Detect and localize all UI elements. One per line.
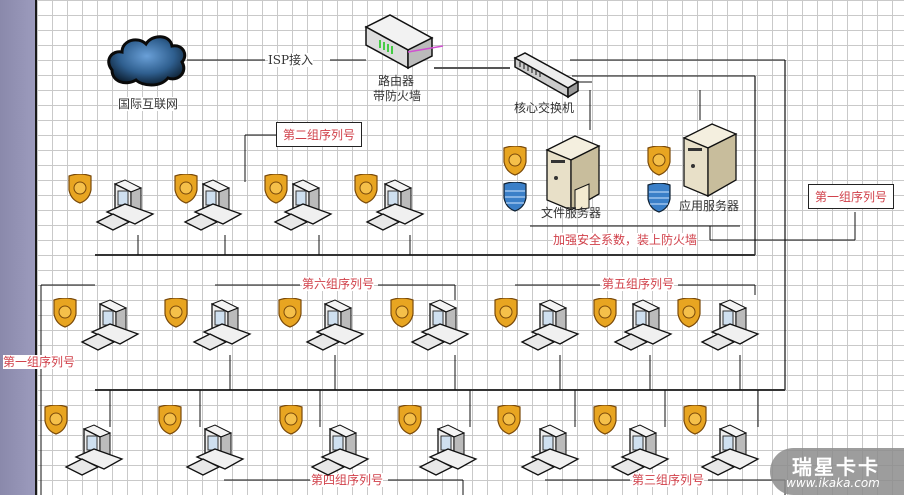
- workstation-computer-icon[interactable]: [418, 423, 482, 483]
- workstation-computer-icon[interactable]: [273, 178, 337, 238]
- antivirus-shield-icon: [43, 404, 69, 435]
- workstation-computer-icon[interactable]: [410, 298, 474, 358]
- group4-label: 第四组序列号: [311, 473, 384, 487]
- workstation-computer-icon[interactable]: [64, 423, 128, 483]
- antivirus-shield-icon: [502, 145, 528, 176]
- antivirus-shield-icon: [592, 404, 618, 435]
- isp-link-label: ISP接入: [268, 53, 314, 67]
- file-server-label: 文件服务器: [541, 206, 602, 220]
- workstation-computer-icon[interactable]: [305, 298, 369, 358]
- antivirus-shield-icon: [592, 297, 618, 328]
- antivirus-shield-icon: [493, 297, 519, 328]
- firewall-icon: [646, 182, 672, 213]
- internet-cloud-icon: [107, 35, 187, 87]
- antivirus-shield-icon: [67, 173, 93, 204]
- workstation-computer-icon[interactable]: [192, 298, 256, 358]
- core-switch-label: 核心交换机: [514, 101, 575, 115]
- app-server-label: 应用服务器: [679, 199, 740, 213]
- antivirus-shield-icon: [52, 297, 78, 328]
- antivirus-shield-icon: [389, 297, 415, 328]
- antivirus-shield-icon: [173, 173, 199, 204]
- antivirus-shield-icon: [277, 297, 303, 328]
- workstation-computer-icon[interactable]: [613, 298, 677, 358]
- firewall-icon: [502, 181, 528, 212]
- antivirus-shield-icon: [278, 404, 304, 435]
- antivirus-shield-icon: [496, 404, 522, 435]
- workstation-computer-icon[interactable]: [80, 298, 144, 358]
- watermark-brand: 瑞星卡卡: [792, 455, 880, 479]
- core-switch-icon: [513, 52, 580, 99]
- workstation-computer-icon[interactable]: [520, 423, 584, 483]
- file-server[interactable]: [545, 130, 601, 212]
- group6-label: 第六组序列号: [302, 277, 375, 291]
- antivirus-shield-icon: [397, 404, 423, 435]
- group5-label: 第五组序列号: [602, 277, 675, 291]
- watermark-url: www.ikaka.com: [786, 476, 880, 490]
- workstation-computer-icon[interactable]: [365, 178, 429, 238]
- group1-side-label: 第一组序列号: [3, 355, 76, 369]
- antivirus-shield-icon: [646, 145, 672, 176]
- workstation-computer-icon[interactable]: [185, 423, 249, 483]
- antivirus-shield-icon: [157, 404, 183, 435]
- workstation-computer-icon[interactable]: [183, 178, 247, 238]
- workstation-computer-icon[interactable]: [520, 298, 584, 358]
- workstation-computer-icon[interactable]: [310, 423, 374, 483]
- watermark-logo: 瑞星卡卡 www.ikaka.com: [770, 448, 904, 495]
- file-server-icon: [545, 135, 601, 212]
- antivirus-shield-icon: [682, 404, 708, 435]
- antivirus-shield-icon: [263, 173, 289, 204]
- antivirus-shield-icon: [163, 297, 189, 328]
- workstation-computer-icon[interactable]: [700, 423, 764, 483]
- group3-label: 第三组序列号: [632, 473, 705, 487]
- antivirus-shield-icon: [676, 297, 702, 328]
- group2-callout: 第二组序列号: [276, 122, 363, 147]
- workstation-computer-icon[interactable]: [700, 298, 764, 358]
- workstation-computer-icon[interactable]: [610, 423, 674, 483]
- app-server-icon: [682, 123, 738, 198]
- router-label-line2: 带防火墙: [373, 89, 422, 103]
- workstation-computer-icon[interactable]: [95, 178, 159, 238]
- group1-callout: 第一组序列号: [808, 184, 895, 209]
- firewall-note: 加强安全系数，装上防火墙: [553, 233, 698, 247]
- left-panel: [0, 0, 37, 495]
- router-label-line1: 路由器: [378, 74, 415, 88]
- router-firewall-icon: [364, 14, 444, 70]
- antivirus-shield-icon: [353, 173, 379, 204]
- app-server[interactable]: [682, 118, 738, 198]
- internet-label: 国际互联网: [118, 97, 179, 111]
